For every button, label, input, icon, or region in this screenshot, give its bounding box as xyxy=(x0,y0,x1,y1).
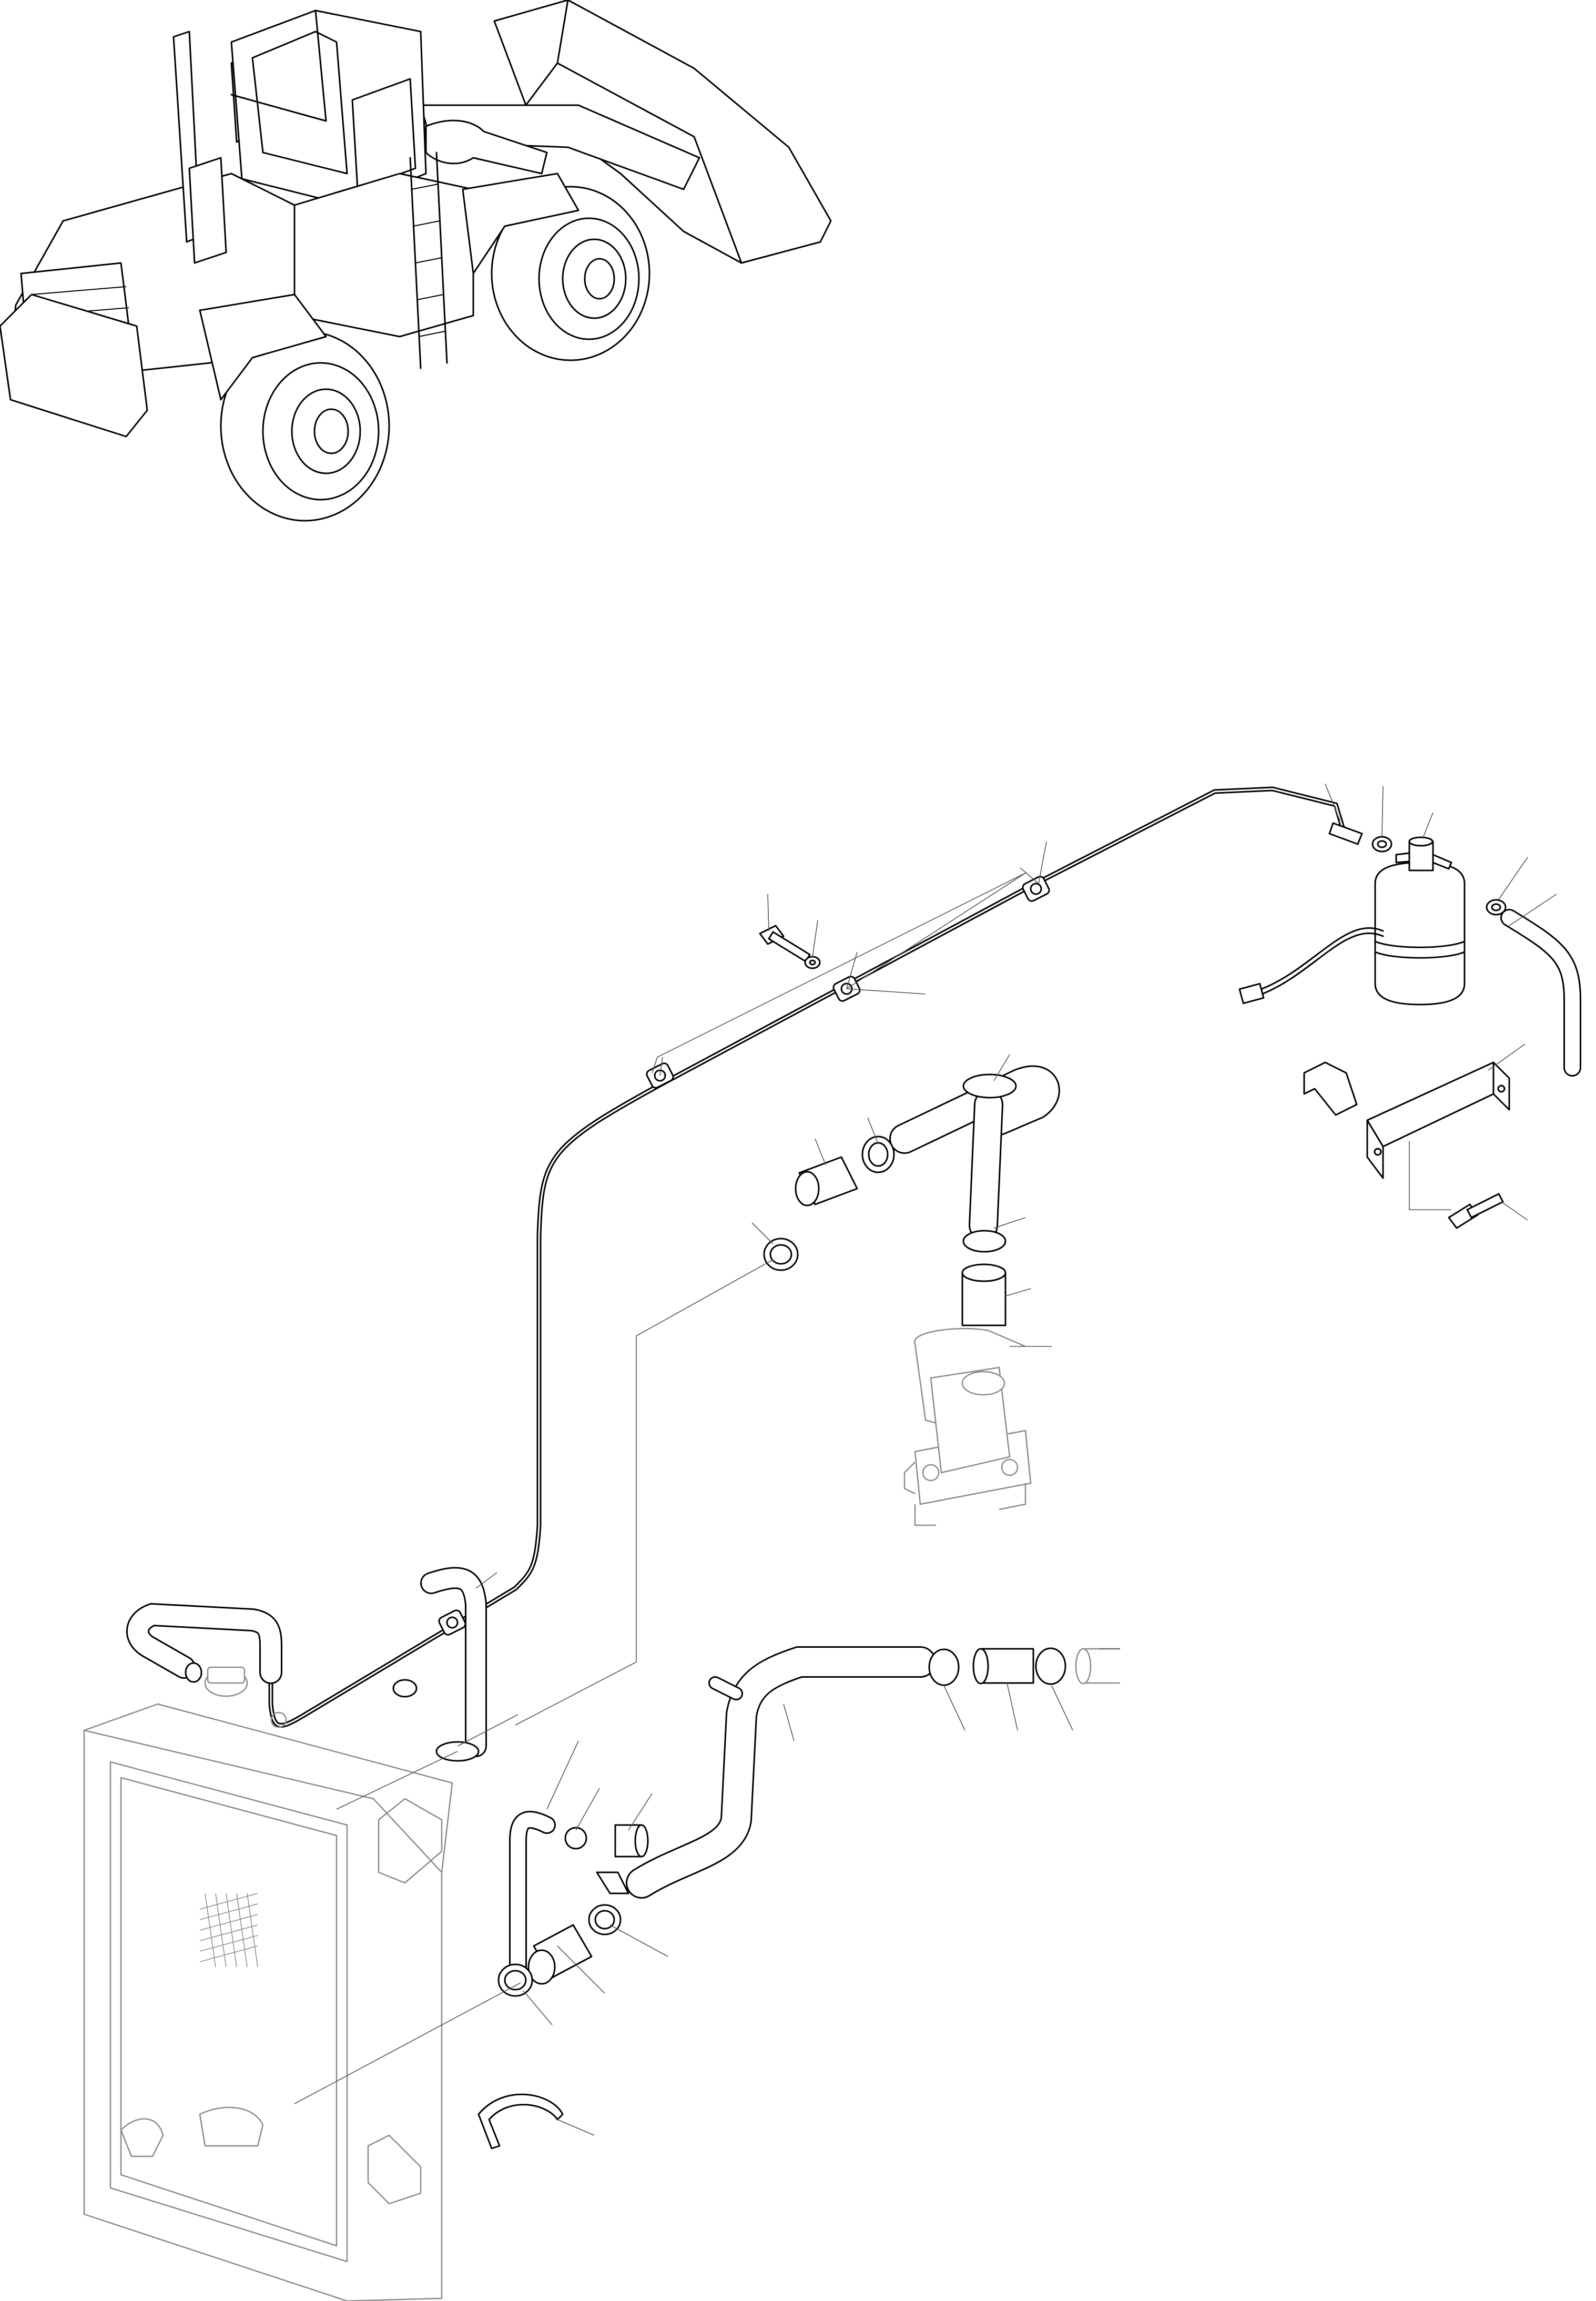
tank-bracket xyxy=(1303,1061,1510,1229)
upper-radiator-hose xyxy=(126,1603,282,1684)
radiator-connectors xyxy=(392,1567,649,2150)
expansion-tank xyxy=(1238,836,1466,1006)
hose-clamp xyxy=(962,1073,1017,1099)
tank-hoses xyxy=(1328,822,1581,1077)
coolant-pipe xyxy=(268,786,1346,1728)
radiator xyxy=(83,1666,453,2301)
callout-leaders xyxy=(294,783,1557,2136)
fitting xyxy=(596,1871,629,1894)
hose-clamp xyxy=(1035,1647,1066,1685)
hose-clamp xyxy=(564,1827,587,1850)
hose-clamp xyxy=(497,1963,533,1997)
retaining-ring xyxy=(477,2093,564,2150)
washer xyxy=(804,956,821,969)
pump-inlet-assembly xyxy=(763,1065,1060,1326)
clip-bolt xyxy=(759,925,821,969)
hose-clamp xyxy=(588,1904,622,1935)
hose-clamp xyxy=(185,1662,202,1683)
pipe-clip xyxy=(1022,876,1050,902)
hose-clamp xyxy=(861,1136,895,1173)
hose-clamp xyxy=(928,1648,960,1686)
lower-hose-assembly xyxy=(626,1646,1120,1899)
pipe-clip xyxy=(438,1609,466,1636)
pipe-clamps xyxy=(438,876,1050,1636)
hose-clamp xyxy=(392,1679,418,1698)
sensor-connector xyxy=(1238,982,1265,1005)
water-pump xyxy=(903,1327,1032,1526)
hose-clamp xyxy=(763,1238,799,1271)
wheel-loader-illustration xyxy=(0,0,832,522)
